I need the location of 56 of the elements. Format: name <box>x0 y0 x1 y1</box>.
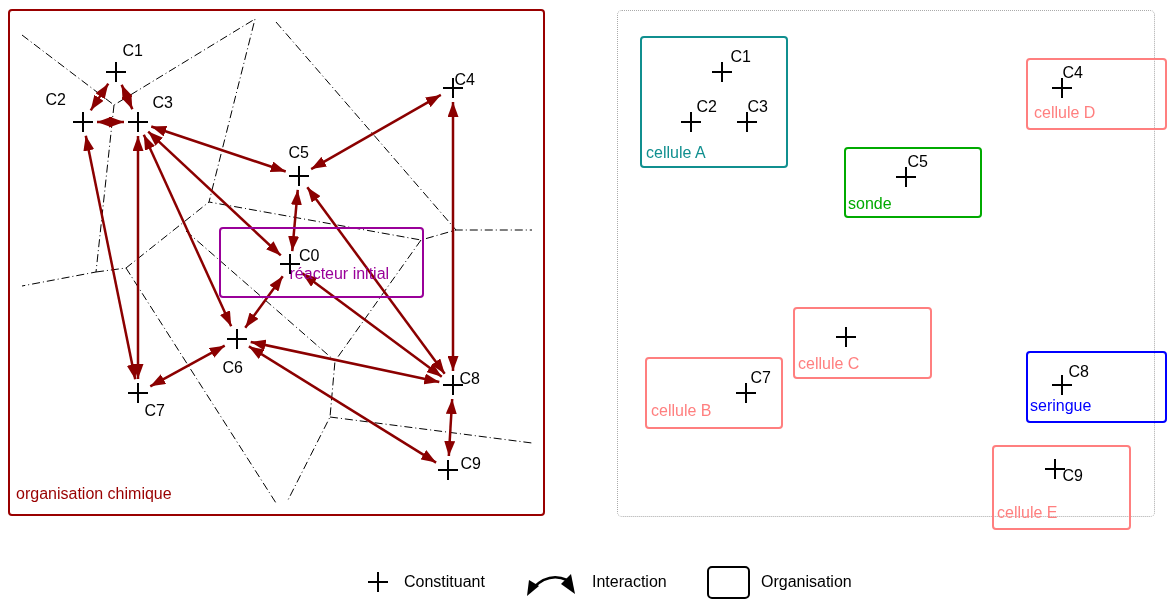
constituent-label: C4 <box>454 70 475 89</box>
constituent-label: C6 <box>222 358 243 377</box>
interaction-arrow <box>250 339 440 385</box>
organisation-box <box>218 226 424 298</box>
interaction-arrow <box>288 189 302 252</box>
constituent-label: C9 <box>1062 466 1083 485</box>
organisation-label: cellule C <box>798 355 860 373</box>
interaction-arrow <box>142 134 233 327</box>
constituent-label: C5 <box>288 143 309 162</box>
constituent-label: C7 <box>144 401 165 420</box>
organisation-label: cellule A <box>646 144 706 162</box>
interaction-arrow <box>83 135 138 380</box>
constituent-label: C0 <box>299 247 320 265</box>
constituent-label: C1 <box>730 47 751 66</box>
constituent-label: C7 <box>750 368 771 387</box>
organisation-box <box>793 307 932 379</box>
interaction-arrow <box>149 344 226 388</box>
cross-icon <box>834 325 857 348</box>
interaction-arrow <box>97 116 124 128</box>
organisation-box <box>1026 58 1167 130</box>
constituent-label: C5 <box>907 152 928 171</box>
constituent-label: C8 <box>1068 362 1089 381</box>
legend-label: Constituant <box>404 573 485 591</box>
interaction-arrow <box>248 345 437 464</box>
organisation-box <box>645 357 783 429</box>
interaction-arrow <box>132 136 144 379</box>
legend-label: Organisation <box>761 573 852 591</box>
organisation-label: cellule B <box>651 402 712 420</box>
organisation-label: sonde <box>848 195 892 213</box>
constituent-label: C1 <box>122 41 143 60</box>
legend-label: Interaction <box>592 573 667 591</box>
organisation-box <box>640 36 788 168</box>
interaction-arrow <box>150 125 287 173</box>
organisation-box <box>844 147 982 218</box>
interaction-arrow <box>310 93 442 171</box>
constituent-label: C3 <box>152 93 173 112</box>
interaction-arrow <box>306 186 446 375</box>
interaction-arrow <box>444 398 457 457</box>
organisation-label: seringue <box>1030 397 1092 415</box>
constituent-label: C9 <box>460 454 481 473</box>
organisation-label: cellule E <box>997 504 1058 522</box>
constituent-label: C4 <box>1062 63 1083 82</box>
organisation-box <box>1026 351 1167 423</box>
interaction-arrow <box>120 84 134 110</box>
constituent-label: C2 <box>45 90 66 109</box>
constituent-label: C8 <box>459 369 480 388</box>
interaction-arrow <box>447 102 459 371</box>
organisation-label: organisation chimique <box>16 485 172 503</box>
organisation-label: cellule D <box>1034 104 1096 122</box>
organisation-box <box>992 445 1131 530</box>
constituent-label: C2 <box>696 97 717 116</box>
interaction-arrow <box>301 272 443 378</box>
interaction-arrow <box>147 130 282 257</box>
interaction-arrow <box>244 275 284 329</box>
constituent-label: C3 <box>747 97 768 116</box>
interaction-arrow <box>89 83 110 111</box>
